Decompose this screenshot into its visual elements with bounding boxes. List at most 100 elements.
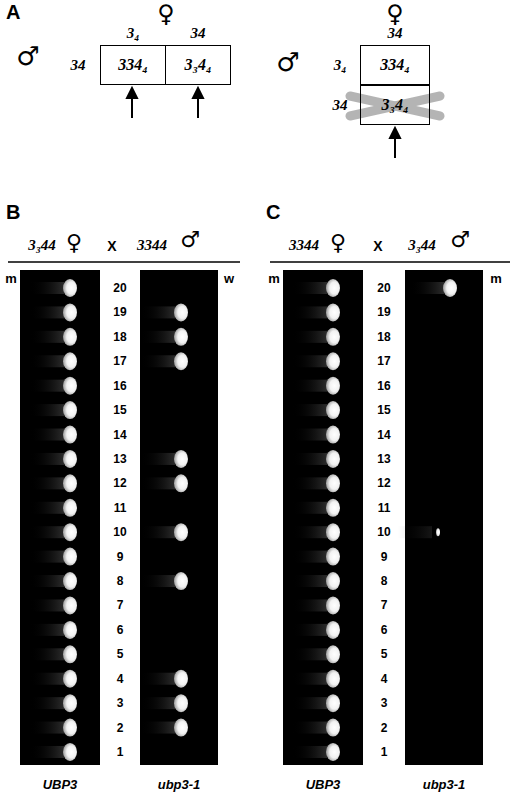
- genotype-text: 334₄: [118, 56, 148, 74]
- row-number: 1: [381, 746, 388, 758]
- strain-mark: m: [5, 272, 17, 285]
- yeast-colony: [174, 328, 188, 346]
- row-number: 12: [377, 477, 390, 489]
- colony-streak: [410, 282, 444, 294]
- yeast-colony: [63, 303, 77, 321]
- row-number: 3: [381, 697, 388, 709]
- row-number: 9: [381, 551, 388, 563]
- gamete-header: 34: [191, 26, 206, 41]
- yeast-colony: [63, 670, 77, 688]
- row-number: 1: [117, 746, 124, 758]
- colony-streak: [30, 502, 64, 514]
- yeast-colony: [63, 694, 77, 712]
- yeast-colony: [174, 303, 188, 321]
- colony-streak: [30, 306, 64, 318]
- male-symbol: ♂: [276, 49, 299, 75]
- colony-streak: [293, 355, 327, 367]
- yeast-colony: [326, 743, 340, 761]
- row-number: 8: [117, 575, 124, 587]
- genotype-text: 3₃4₄: [381, 96, 408, 114]
- colony-streak: [293, 404, 327, 416]
- strain-mark: m: [490, 272, 502, 285]
- colony-streak: [293, 477, 327, 489]
- colony-streak: [30, 453, 64, 465]
- colony-streak: [141, 673, 175, 685]
- yeast-colony: [326, 352, 340, 370]
- colony-streak: [141, 722, 175, 734]
- colony-streak: [141, 355, 175, 367]
- row-number: 17: [113, 355, 126, 367]
- colony-streak: [398, 526, 432, 538]
- yeast-colony: [326, 694, 340, 712]
- plate-image: [405, 270, 483, 765]
- gene-label: UBP3: [43, 778, 78, 791]
- row-number: 13: [377, 453, 390, 465]
- yeast-colony: [326, 279, 340, 297]
- yeast-colony: [326, 645, 340, 663]
- yeast-colony: [326, 572, 340, 590]
- cross-sign: X: [373, 239, 382, 253]
- colony-streak: [141, 697, 175, 709]
- genotype-text: 334₄: [380, 56, 410, 74]
- colony-streak: [141, 477, 175, 489]
- yeast-colony: [326, 548, 340, 566]
- colony-streak: [30, 551, 64, 563]
- row-number: 19: [113, 306, 126, 318]
- yeast-colony: [436, 528, 440, 536]
- female-symbol: ♀: [330, 232, 346, 254]
- row-number: 18: [377, 331, 390, 343]
- colony-streak: [293, 673, 327, 685]
- genotype-text: 3₃4₄: [184, 56, 211, 74]
- yeast-colony: [63, 401, 77, 419]
- yeast-colony: [326, 474, 340, 492]
- punnett-cell: 3₃4₄: [165, 45, 231, 85]
- gene-label: ubp3-1: [158, 778, 201, 791]
- row-number: 6: [117, 624, 124, 636]
- colony-streak: [293, 502, 327, 514]
- cross-genotype: 3₃44: [408, 238, 436, 253]
- yeast-colony: [63, 352, 77, 370]
- yeast-colony: [174, 719, 188, 737]
- yeast-colony: [326, 377, 340, 395]
- panel-letter: A: [6, 2, 20, 22]
- yeast-colony: [326, 621, 340, 639]
- yeast-colony: [443, 279, 457, 297]
- gamete-header: 34: [333, 98, 348, 113]
- plate-image: [140, 270, 218, 765]
- yeast-colony: [174, 352, 188, 370]
- yeast-colony: [63, 450, 77, 468]
- colony-streak: [30, 331, 64, 343]
- yeast-colony: [174, 694, 188, 712]
- yeast-colony: [326, 450, 340, 468]
- gamete-header: 34: [388, 26, 403, 41]
- row-number: 4: [381, 673, 388, 685]
- colony-streak: [30, 355, 64, 367]
- row-number: 4: [117, 673, 124, 685]
- plate-image: [20, 270, 100, 765]
- colony-streak: [293, 575, 327, 587]
- row-number: 2: [117, 722, 124, 734]
- colony-streak: [293, 331, 327, 343]
- panel-letter: B: [6, 202, 20, 222]
- cross-genotype: 3344: [289, 238, 319, 253]
- row-number: 12: [113, 477, 126, 489]
- colony-streak: [141, 453, 175, 465]
- yeast-colony: [63, 572, 77, 590]
- colony-streak: [141, 575, 175, 587]
- colony-streak: [30, 624, 64, 636]
- row-number: 2: [381, 722, 388, 734]
- row-number: 5: [117, 648, 124, 660]
- yeast-colony: [174, 523, 188, 541]
- row-number: 11: [378, 502, 391, 514]
- row-number: 9: [117, 551, 124, 563]
- colony-streak: [141, 526, 175, 538]
- cross-genotype: 3344: [137, 238, 167, 253]
- colony-streak: [293, 599, 327, 611]
- yeast-colony: [63, 474, 77, 492]
- colony-streak: [293, 722, 327, 734]
- colony-streak: [293, 453, 327, 465]
- colony-streak: [30, 648, 64, 660]
- female-symbol: ♀: [157, 2, 175, 26]
- yeast-colony: [63, 743, 77, 761]
- gamete-header: 34: [71, 58, 86, 73]
